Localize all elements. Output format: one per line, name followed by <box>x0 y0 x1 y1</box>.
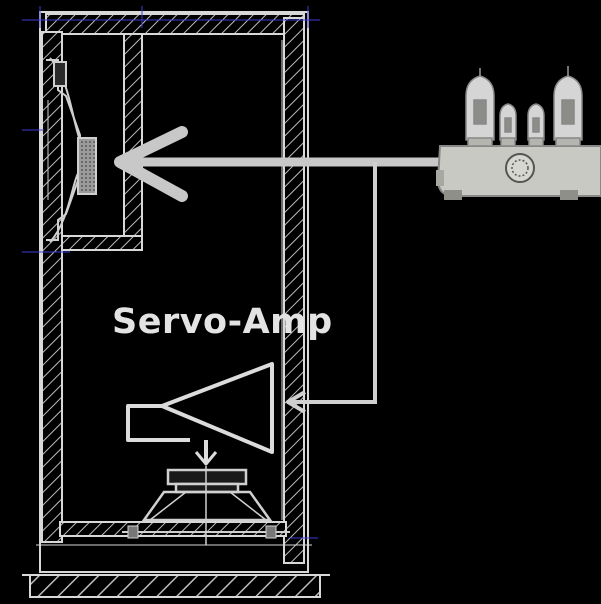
dimension-lines <box>22 6 320 539</box>
woofer-driver <box>46 57 97 243</box>
vacuum-tube-icon <box>527 103 545 147</box>
feedback-line <box>286 162 377 414</box>
tube-amplifier <box>436 66 601 200</box>
speaker-cabinet <box>22 11 330 598</box>
servo-amp-label: Servo-Amp <box>112 302 333 342</box>
vacuum-tube-icon <box>499 103 517 147</box>
signal-arrow <box>114 126 445 202</box>
vacuum-tube-icon <box>465 68 495 147</box>
servo-amplifier <box>126 362 274 466</box>
bass-driver <box>122 466 290 545</box>
vacuum-tube-icon <box>553 66 583 147</box>
